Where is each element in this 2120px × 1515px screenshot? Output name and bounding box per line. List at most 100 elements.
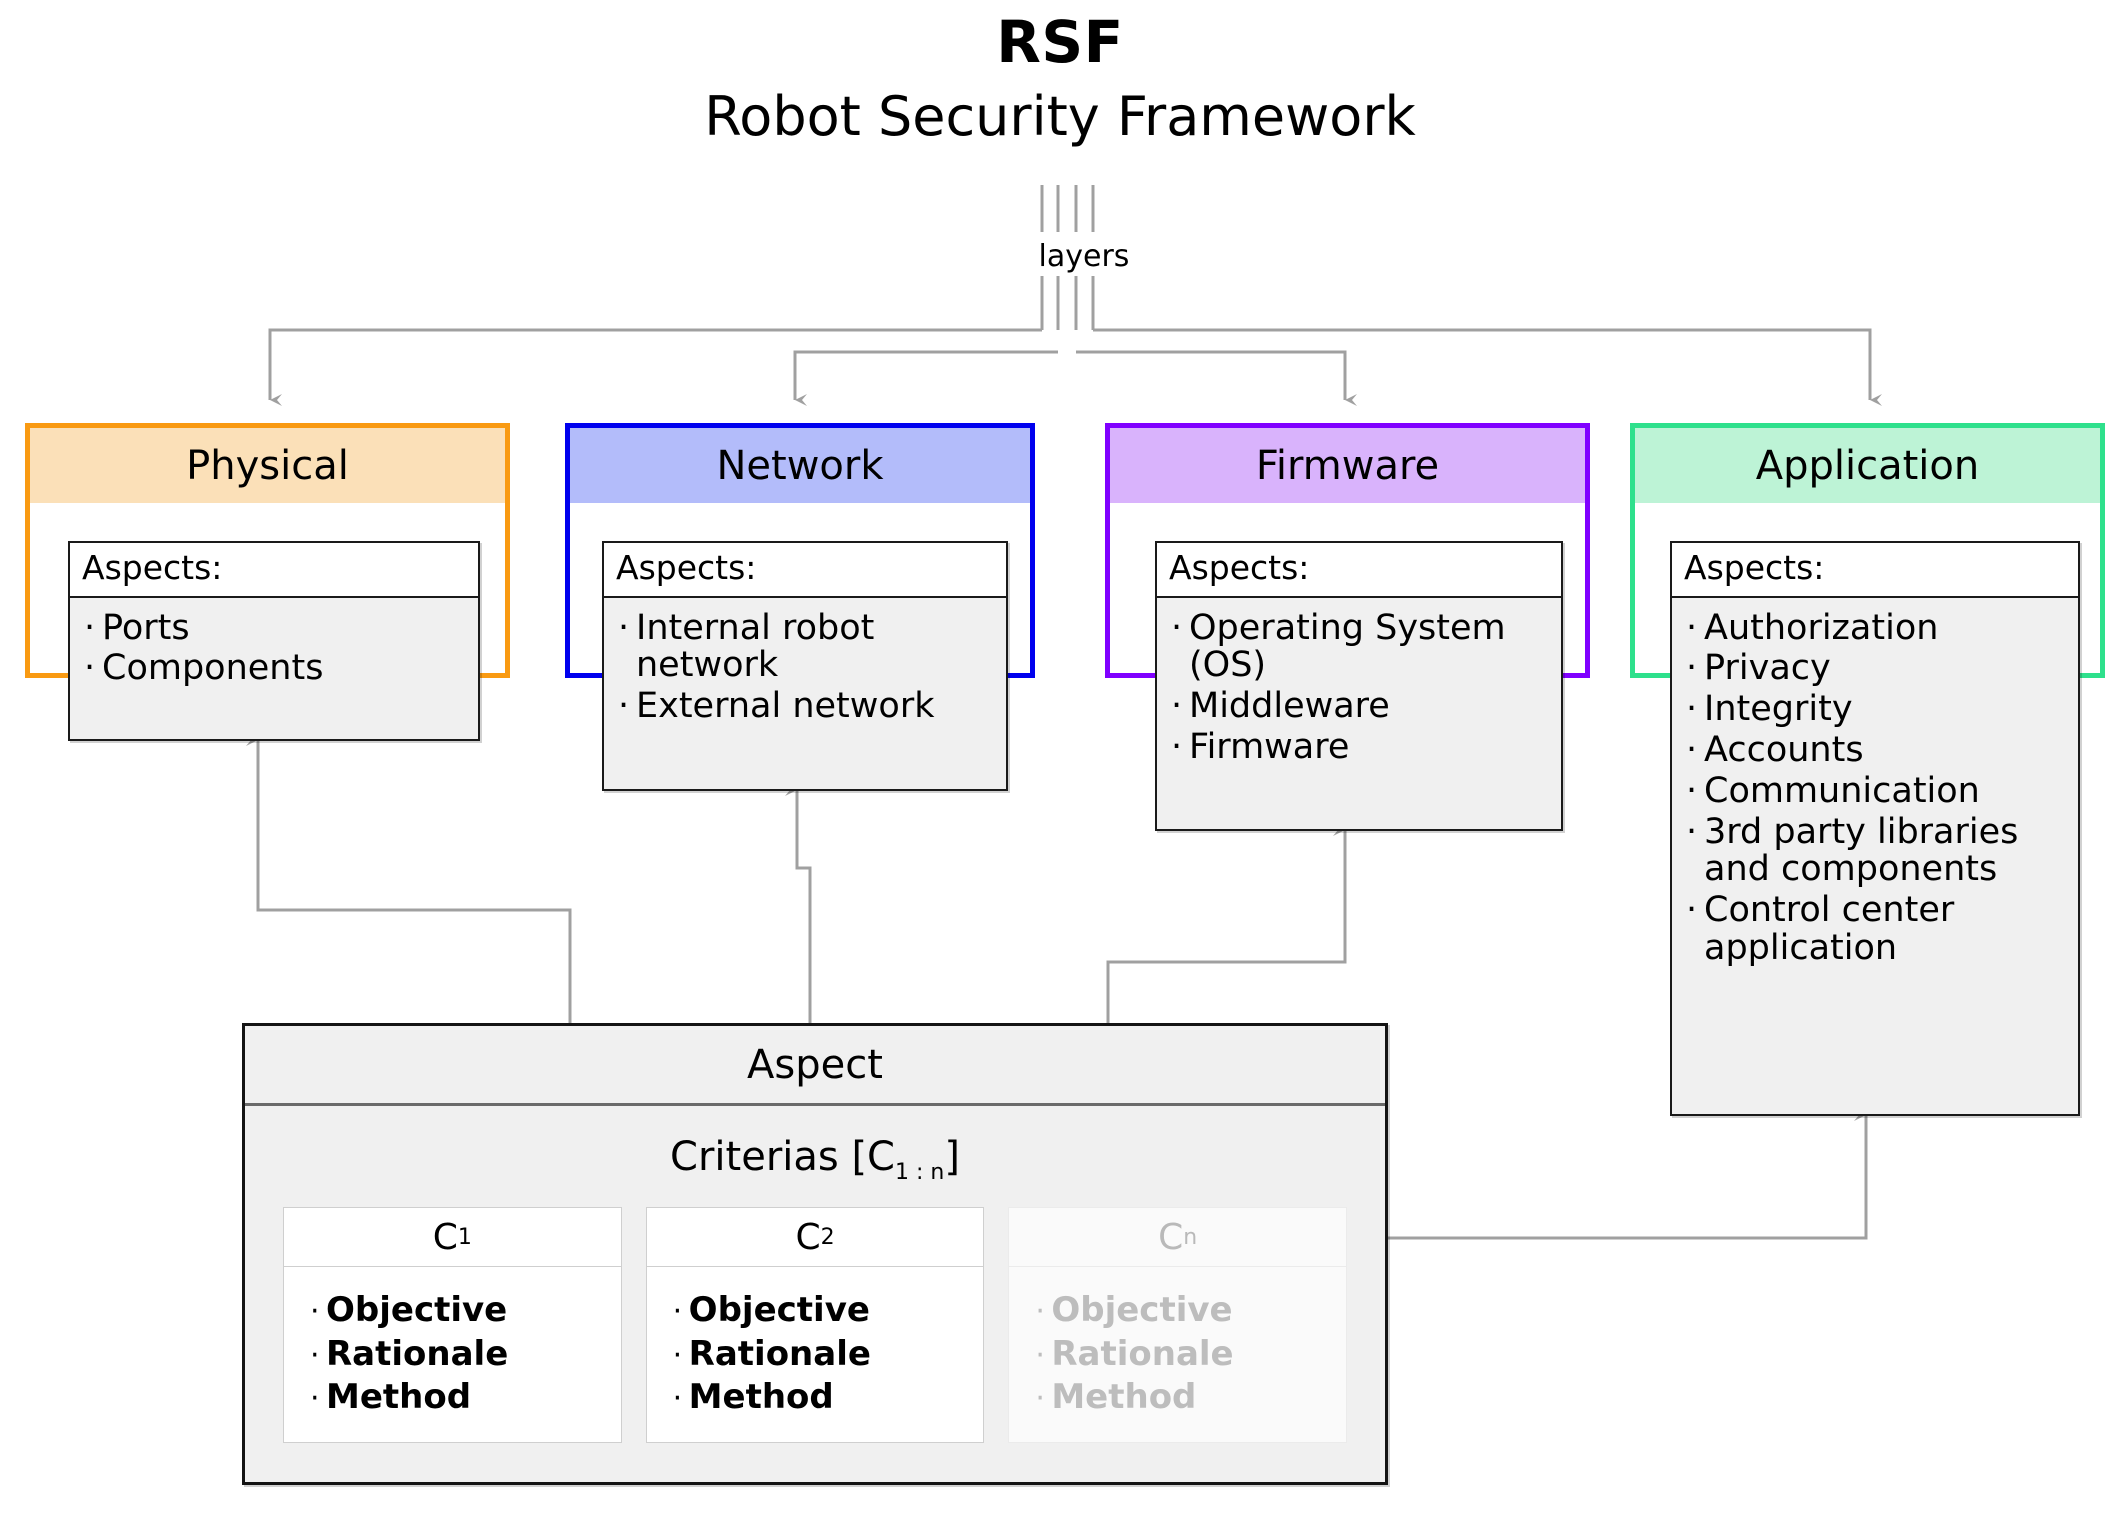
criteria-item-label: Objective xyxy=(688,1290,870,1330)
aspect-item: · Ports xyxy=(84,607,464,648)
criteria-item: · Objective xyxy=(310,1289,621,1333)
criteria-item-label: Method xyxy=(688,1377,834,1418)
bullet-icon: · xyxy=(1686,770,1698,811)
aspects-list-physical: · Ports · Components xyxy=(70,598,478,706)
bullet-icon: · xyxy=(672,1294,683,1329)
layer-title-physical: Physical xyxy=(30,428,505,503)
criterias-title-prefix: Criterias [C xyxy=(670,1134,895,1180)
criteria-item-label: Rationale xyxy=(1051,1333,1234,1374)
bullet-icon: · xyxy=(1686,689,1698,730)
criteria-label: C xyxy=(1158,1216,1184,1258)
criteria-item: · Objective xyxy=(1035,1289,1346,1333)
criteria-item: · Rationale xyxy=(673,1333,984,1377)
bullet-icon: · xyxy=(84,648,96,689)
aspect-item: · Privacy xyxy=(1686,650,2064,688)
aspects-heading-application: Aspects: xyxy=(1672,543,2078,598)
bullet-icon: · xyxy=(1686,607,1698,648)
criteria-item-list: · Objective · Rationale · Method xyxy=(1009,1267,1346,1442)
bullet-icon: · xyxy=(1035,1381,1045,1417)
aspect-label: 3rd party libraries and components xyxy=(1704,811,2019,890)
aspects-panel-application: Aspects: · Authorization · Privacy · Int… xyxy=(1670,541,2080,1116)
bullet-icon: · xyxy=(1035,1337,1045,1373)
criterias-title: Criterias [C1 : n] xyxy=(245,1106,1385,1191)
criteria-subscript: 2 xyxy=(820,1224,835,1250)
criteria-item-label: Rationale xyxy=(326,1333,509,1374)
bullet-icon: · xyxy=(310,1294,320,1329)
criteria-item-list: · Objective · Rationale · Method xyxy=(647,1267,984,1442)
bullet-icon: · xyxy=(1171,607,1183,648)
aspect-item: · 3rd party libraries and components xyxy=(1686,811,2064,890)
bullet-icon: · xyxy=(1686,811,1698,852)
bullet-icon: · xyxy=(1035,1294,1045,1329)
criteria-label: C xyxy=(432,1216,458,1258)
bullet-icon: · xyxy=(618,607,630,648)
bullet-icon: · xyxy=(618,686,630,727)
aspect-item: · Operating System (OS) xyxy=(1171,607,1547,686)
aspect-panel-title: Aspect xyxy=(245,1026,1385,1106)
aspect-item: · Internal robot network xyxy=(618,607,992,686)
aspect-item: · Firmware xyxy=(1171,727,1547,768)
aspects-panel-firmware: Aspects: · Operating System (OS) · Middl… xyxy=(1155,541,1563,831)
criteria-item: · Rationale xyxy=(1035,1333,1346,1377)
aspects-list-application: · Authorization · Privacy · Integrity · … xyxy=(1672,598,2078,985)
aspects-panel-network: Aspects: · Internal robot network · Exte… xyxy=(602,541,1008,791)
aspects-heading-physical: Aspects: xyxy=(70,543,478,598)
aspect-item: · Middleware xyxy=(1171,686,1547,727)
bullet-icon: · xyxy=(1171,686,1183,727)
criteria-label: C xyxy=(795,1216,821,1258)
aspect-label: Middleware xyxy=(1189,686,1390,727)
criteria-item: · Method xyxy=(1035,1376,1346,1420)
bullet-icon: · xyxy=(672,1381,683,1417)
aspect-label: Accounts xyxy=(1704,730,1864,771)
criteria-item-label: Method xyxy=(1051,1377,1197,1418)
aspects-heading-firmware: Aspects: xyxy=(1157,543,1561,598)
aspects-list-firmware: · Operating System (OS) · Middleware · F… xyxy=(1157,598,1561,784)
aspect-label: Integrity xyxy=(1704,689,1853,730)
criterias-title-suffix: ] xyxy=(944,1134,960,1180)
aspect-item: · Components xyxy=(84,650,464,688)
bullet-icon: · xyxy=(1171,727,1183,768)
aspects-list-network: · Internal robot network · External netw… xyxy=(604,598,1006,743)
aspect-label: Control center application xyxy=(1704,890,1955,969)
aspect-item: · Authorization xyxy=(1686,607,2064,648)
criteria-item-label: Objective xyxy=(326,1290,508,1330)
layer-title-network: Network xyxy=(570,428,1030,503)
page-title-full: Robot Security Framework xyxy=(704,84,1416,148)
aspect-label: External network xyxy=(636,686,935,727)
criteria-item: · Method xyxy=(673,1376,984,1420)
aspect-label: Components xyxy=(102,648,324,689)
aspect-item: · Control center application xyxy=(1686,890,2064,969)
aspect-label: Privacy xyxy=(1704,648,1831,689)
aspect-label: Operating System (OS) xyxy=(1189,607,1506,686)
edge-label-layers: layers xyxy=(1010,237,1158,276)
layer-title-application: Application xyxy=(1635,428,2100,503)
aspects-panel-physical: Aspects: · Ports · Components xyxy=(68,541,480,741)
aspect-item: · Integrity xyxy=(1686,689,2064,730)
aspect-item: · Communication xyxy=(1686,770,2064,811)
criteria-item-label: Rationale xyxy=(688,1333,871,1374)
bullet-icon: · xyxy=(1686,890,1698,931)
criteria-subscript: n xyxy=(1183,1224,1198,1250)
bullet-icon: · xyxy=(1686,648,1698,689)
aspect-label: Ports xyxy=(102,607,190,648)
aspect-item: · External network xyxy=(618,686,992,727)
criteria-item-label: Method xyxy=(326,1377,472,1418)
aspect-label: Firmware xyxy=(1189,727,1350,768)
layer-title-firmware: Firmware xyxy=(1110,428,1585,503)
criteria-item-list: · Objective · Rationale · Method xyxy=(284,1267,621,1442)
aspect-item: · Accounts xyxy=(1686,730,2064,771)
criteria-item: · Rationale xyxy=(310,1333,621,1377)
criterias-title-subscript: 1 : n xyxy=(895,1160,945,1185)
aspect-label: Internal robot network xyxy=(636,607,875,686)
criteria-subscript: 1 xyxy=(457,1224,472,1250)
bullet-icon: · xyxy=(1686,730,1698,771)
